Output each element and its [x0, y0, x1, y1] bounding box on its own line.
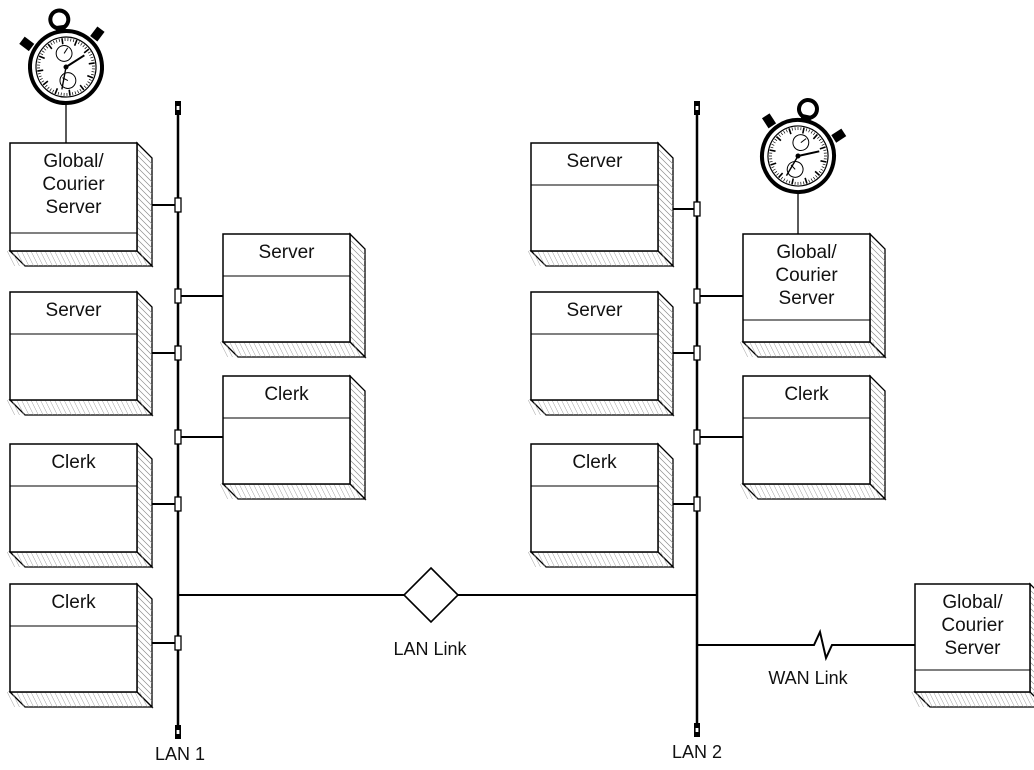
lan1-stopwatch-icon	[19, 8, 105, 105]
lan2-clerk-a-box: Clerk	[528, 442, 675, 569]
lan2-gc-server-label-line: Courier	[775, 265, 838, 286]
lan1-server-a-label: Server	[46, 300, 103, 321]
lan1-server-b-front	[222, 233, 351, 343]
wan-link-line	[697, 628, 915, 662]
lan1-clerk-b-tap	[174, 635, 182, 651]
lan2-server-a-tap	[693, 201, 701, 217]
lan1-gc-server-label-line: Server	[46, 197, 103, 218]
remote-gc-server-label-line: Server	[945, 638, 1002, 659]
lan1-clerk-a-front	[9, 443, 138, 553]
lan2-server-a-box: Server	[528, 141, 675, 268]
remote-gc-server-front	[914, 583, 1031, 693]
lan2-clerk-a-front	[530, 443, 659, 553]
lan2-clerk-b-front	[742, 375, 871, 485]
lan1-server-b-tap	[174, 288, 182, 304]
lan1-clerk-b-box: Clerk	[7, 582, 154, 709]
lan1-clerk-c-label: Clerk	[264, 384, 309, 405]
wan-link-label: WAN Link	[768, 668, 848, 688]
lan2-server-b-label: Server	[567, 300, 624, 321]
lan1-server-a-box: Server	[7, 290, 154, 417]
remote-gc-server-label-line: Courier	[941, 615, 1004, 636]
lan2-clerk-b-box: Clerk	[740, 374, 887, 501]
lan-link-diamond-icon	[402, 566, 460, 624]
lan1-gc-server-label-line: Global/	[43, 151, 104, 172]
lan1-clerk-c-tap	[174, 429, 182, 445]
lan2-server-b-front	[530, 291, 659, 401]
lan1-server-a-label-line: Server	[46, 300, 103, 321]
buses-layer	[174, 101, 701, 739]
lan1-clerk-c-label-line: Clerk	[264, 384, 309, 405]
links-layer	[65, 104, 915, 662]
timers-layer	[19, 8, 847, 194]
lan2-server-a-front	[530, 142, 659, 252]
lan1-gc-server-label-line: Courier	[42, 174, 105, 195]
lan2-clerk-a-label-line: Clerk	[572, 452, 617, 473]
lan2-stopwatch-icon	[760, 98, 847, 194]
lan2-server-a-label: Server	[567, 151, 624, 172]
lan2-bus	[694, 101, 700, 737]
lan2-gc-server-tap	[693, 288, 701, 304]
lan1-server-b-label-line: Server	[259, 242, 316, 263]
lan1-server-a-front	[9, 291, 138, 401]
lan2-clerk-a-tap	[693, 496, 701, 512]
lan1-clerk-b-label-line: Clerk	[51, 592, 96, 613]
lan1-clerk-a-label-line: Clerk	[51, 452, 96, 473]
lan2-label: LAN 2	[672, 742, 722, 762]
lan2-server-b-label-line: Server	[567, 300, 624, 321]
lan2-gc-server-label-line: Server	[779, 288, 836, 309]
lan2-gc-server-label-line: Global/	[776, 242, 837, 263]
lan1-server-b-label: Server	[259, 242, 316, 263]
lan1-server-b-box: Server	[220, 232, 367, 359]
lan2-gc-server-front	[742, 233, 871, 343]
lan1-clerk-c-front	[222, 375, 351, 485]
lan1-clerk-a-box: Clerk	[7, 442, 154, 569]
lan2-clerk-a-label: Clerk	[572, 452, 617, 473]
lan1-clerk-b-front	[9, 583, 138, 693]
lan1-label: LAN 1	[155, 744, 205, 764]
lan1-clerk-c-box: Clerk	[220, 374, 367, 501]
lan1-clerk-a-tap	[174, 496, 182, 512]
lan2-clerk-b-tap	[693, 429, 701, 445]
lan2-clerk-b-label-line: Clerk	[784, 384, 829, 405]
lan2-server-b-tap	[693, 345, 701, 361]
lan1-gc-server-tap	[174, 197, 182, 213]
lan2-server-b-box: Server	[528, 290, 675, 417]
lan2-server-a-label-line: Server	[567, 151, 624, 172]
lan1-server-a-tap	[174, 345, 182, 361]
lan1-clerk-b-label: Clerk	[51, 592, 96, 613]
remote-gc-server-label-line: Global/	[942, 592, 1003, 613]
lan1-clerk-a-label: Clerk	[51, 452, 96, 473]
lan-link-label: LAN Link	[393, 639, 467, 659]
text-layer: LAN 1 LAN 2 LAN Link WAN Link	[155, 639, 849, 764]
lan2-clerk-b-label: Clerk	[784, 384, 829, 405]
